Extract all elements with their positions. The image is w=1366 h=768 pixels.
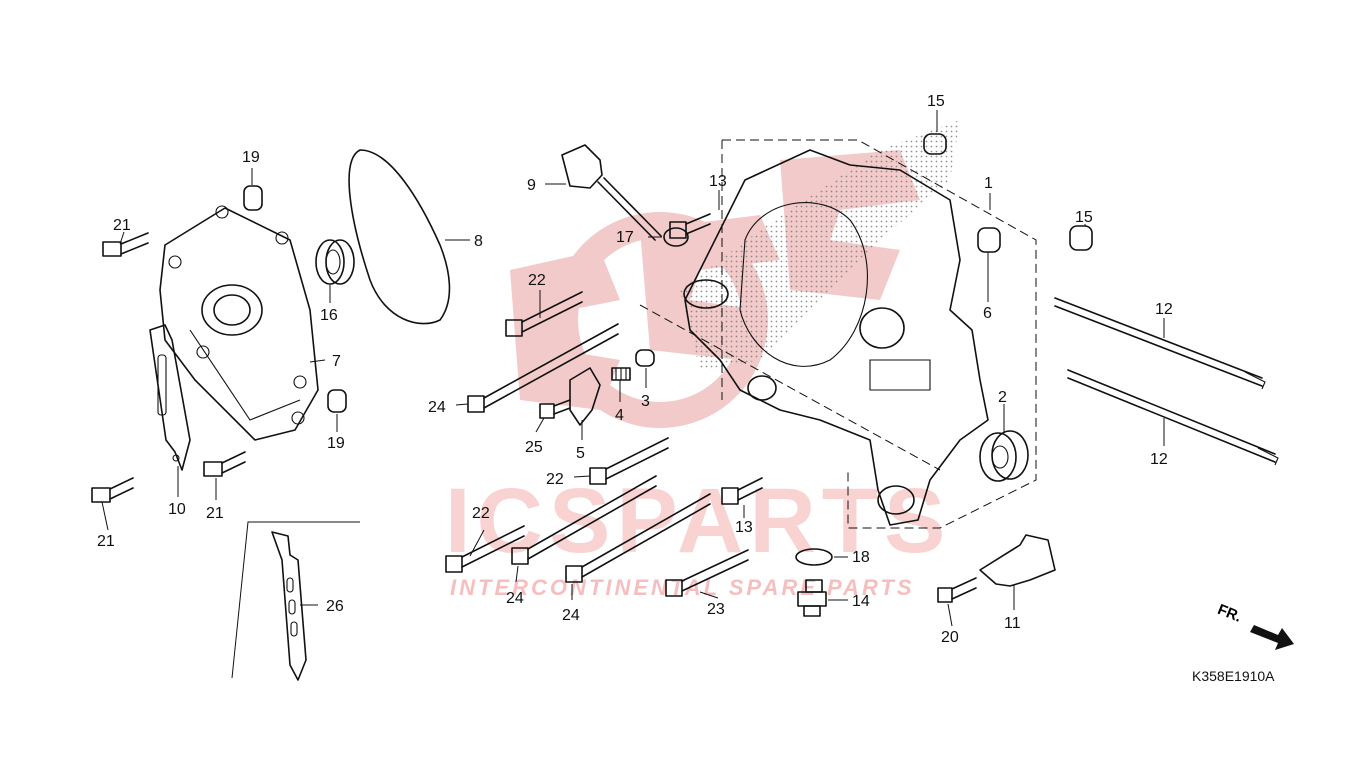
part-1-crankcase: [683, 149, 989, 526]
front-direction-indicator: FR.: [1215, 601, 1294, 650]
leader-lines: [101, 110, 1165, 627]
part-7-cover: [159, 205, 319, 441]
callout-3: 3: [641, 393, 650, 410]
part-3-dowel: [635, 349, 655, 367]
part-21-bolt-top: [102, 232, 149, 257]
callout-17: 17: [616, 229, 634, 246]
callout-24-right: 24: [562, 607, 580, 624]
callout-2: 2: [998, 389, 1007, 406]
front-arrow-icon: [1250, 625, 1294, 650]
callout-19-top: 19: [242, 149, 260, 166]
callout-20: 20: [941, 629, 959, 646]
part-22-bolt-b: [589, 437, 669, 485]
callout-1: 1: [984, 175, 993, 192]
callout-5: 5: [576, 445, 585, 462]
front-direction-label: FR.: [1215, 601, 1244, 626]
part-6-dowel: [977, 227, 1001, 253]
callout-10: 10: [168, 501, 186, 518]
part-11-bracket: [979, 534, 1056, 587]
callout-22-top: 22: [528, 272, 546, 289]
part-21-bolt-mid: [203, 451, 246, 477]
callout-25: 25: [525, 439, 543, 456]
callout-7: 7: [332, 353, 341, 370]
callout-15-top: 15: [927, 93, 945, 110]
part-4-spring: [611, 367, 631, 381]
callout-21-mid: 21: [206, 505, 224, 522]
callout-18: 18: [852, 549, 870, 566]
part-26-area: [231, 521, 360, 681]
part-14-plug: [797, 579, 827, 617]
part-12-stud-bottom: [1067, 369, 1279, 466]
callout-labels: 1 2 3 4 5 6 7 8 9 10 11 12 12 13 13 14 1…: [97, 93, 1173, 646]
callout-19-bottom: 19: [327, 435, 345, 452]
part-9-dipstick: [561, 144, 662, 241]
part-5-plate: [569, 367, 601, 426]
callout-24-left: 24: [506, 590, 524, 607]
callout-12-top: 12: [1155, 301, 1173, 318]
callout-12-bottom: 12: [1150, 451, 1168, 468]
callout-23: 23: [707, 601, 725, 618]
part-17-oring: [663, 227, 689, 247]
callout-8: 8: [474, 233, 483, 250]
callout-21-bottom: 21: [97, 533, 115, 550]
callout-22-bottom: 22: [472, 505, 490, 522]
callout-11: 11: [1004, 615, 1021, 632]
callout-24-top: 24: [428, 399, 446, 416]
part-19-dowel-bottom: [327, 389, 347, 413]
part-15-dowel-top: [923, 133, 947, 155]
part-10-bracket: [149, 324, 191, 471]
part-25-bolt: [539, 399, 571, 419]
callout-6: 6: [983, 305, 992, 322]
shading-area: [680, 120, 960, 370]
part-19-dowel-top: [243, 185, 263, 211]
part-20-bolt: [937, 577, 977, 603]
callout-4: 4: [615, 407, 624, 424]
part-23-bolt: [665, 549, 749, 597]
part-8-belt: [348, 149, 451, 325]
part-24-bolt-b: [511, 475, 657, 565]
part-12-stud-top: [1054, 297, 1266, 390]
part-15-dowel-right: [1069, 225, 1093, 251]
part-24-bolt-c: [565, 493, 711, 583]
part-2-bearing: [979, 430, 1029, 482]
callout-16: 16: [320, 307, 338, 324]
callout-22-mid: 22: [546, 471, 564, 488]
part-13-bolt-top: [669, 213, 711, 239]
part-13-bolt-bottom: [721, 477, 763, 505]
callout-15-right: 15: [1075, 209, 1093, 226]
callout-21-top: 21: [113, 217, 131, 234]
callout-9: 9: [527, 177, 536, 194]
part-21-bolt-bottom: [91, 477, 134, 503]
assembly-outline: [639, 139, 1037, 529]
part-16-seal: [315, 239, 355, 285]
callout-13-bottom: 13: [735, 519, 753, 536]
callout-26: 26: [326, 598, 344, 615]
watermark-brand: ICSPARTS: [445, 470, 951, 572]
callout-13-top: 13: [709, 173, 727, 190]
part-18-washer: [795, 548, 833, 566]
diagram-code: K358E1910A: [1192, 668, 1275, 684]
part-22-bolt-a: [505, 291, 583, 337]
callout-14: 14: [852, 593, 870, 610]
